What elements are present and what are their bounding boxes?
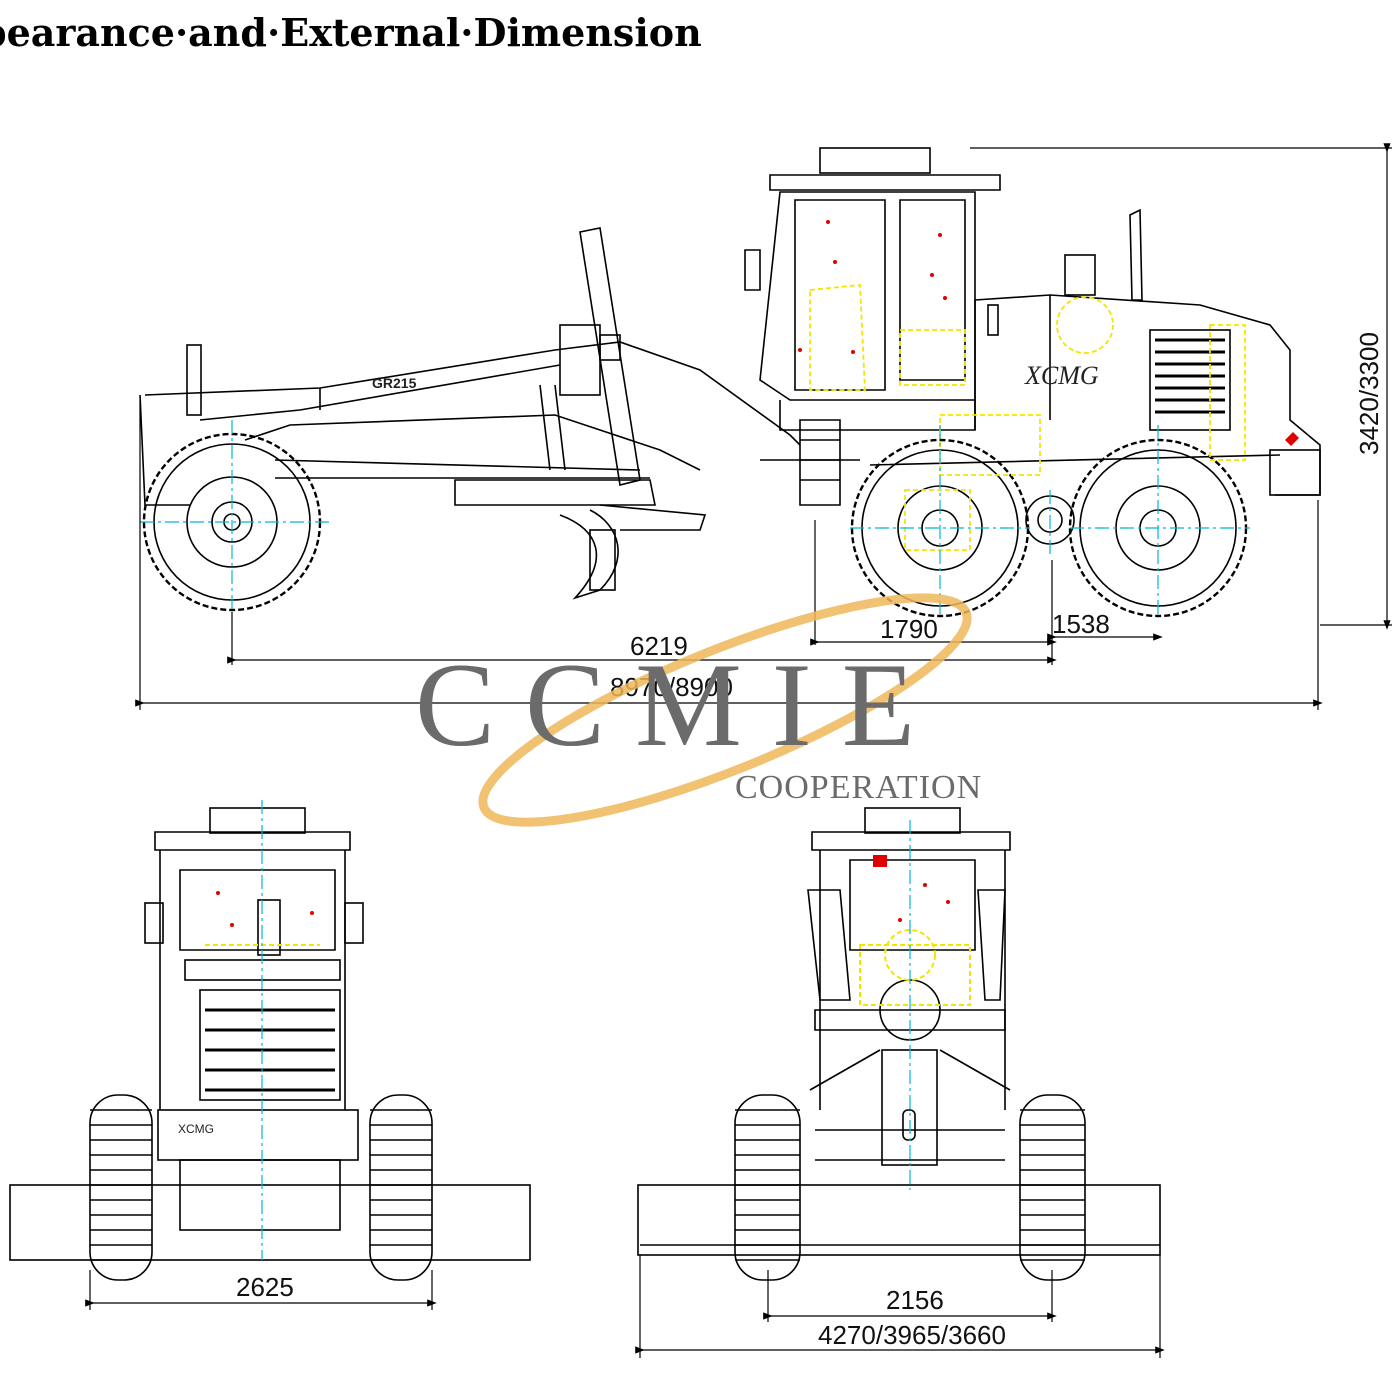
tandem-spacing-dimension: 1538 (1052, 609, 1110, 639)
front-view (9, 807, 531, 1281)
front-track-dimension: 2625 (236, 1272, 294, 1302)
wheelbase-dimension: 6219 (630, 631, 688, 661)
watermark-text: CCMIE (415, 638, 945, 771)
front-view-dimension-lines (85, 1270, 437, 1310)
page-title: pearance·and·External·Dimension (0, 10, 702, 55)
watermark-ring (478, 593, 972, 827)
brand-label: XCMG (1024, 361, 1099, 390)
watermark: CCMIE COOPERATION (415, 593, 982, 827)
model-badge: GR215 (372, 375, 417, 391)
front-view-markers (216, 891, 314, 927)
rear-track-dimension: 2156 (886, 1285, 944, 1315)
rear-view-markers (873, 855, 950, 922)
rear-view (637, 807, 1161, 1281)
side-view-dimension-lines (135, 143, 1392, 710)
front-brand-label: XCMG (178, 1122, 214, 1136)
watermark-subtext: COOPERATION (735, 769, 982, 806)
side-view (139, 147, 1321, 618)
height-dimension: 3420/3300 (1354, 332, 1384, 455)
side-view-markers (798, 220, 1299, 446)
tandem-to-front-dimension: 1790 (880, 614, 938, 644)
side-view-centerlines (140, 420, 1250, 615)
rear-view-dimension-lines (635, 1255, 1165, 1358)
blade-width-dimension: 4270/3965/3660 (818, 1320, 1006, 1350)
rear-view-hidden-parts (859, 929, 971, 1006)
